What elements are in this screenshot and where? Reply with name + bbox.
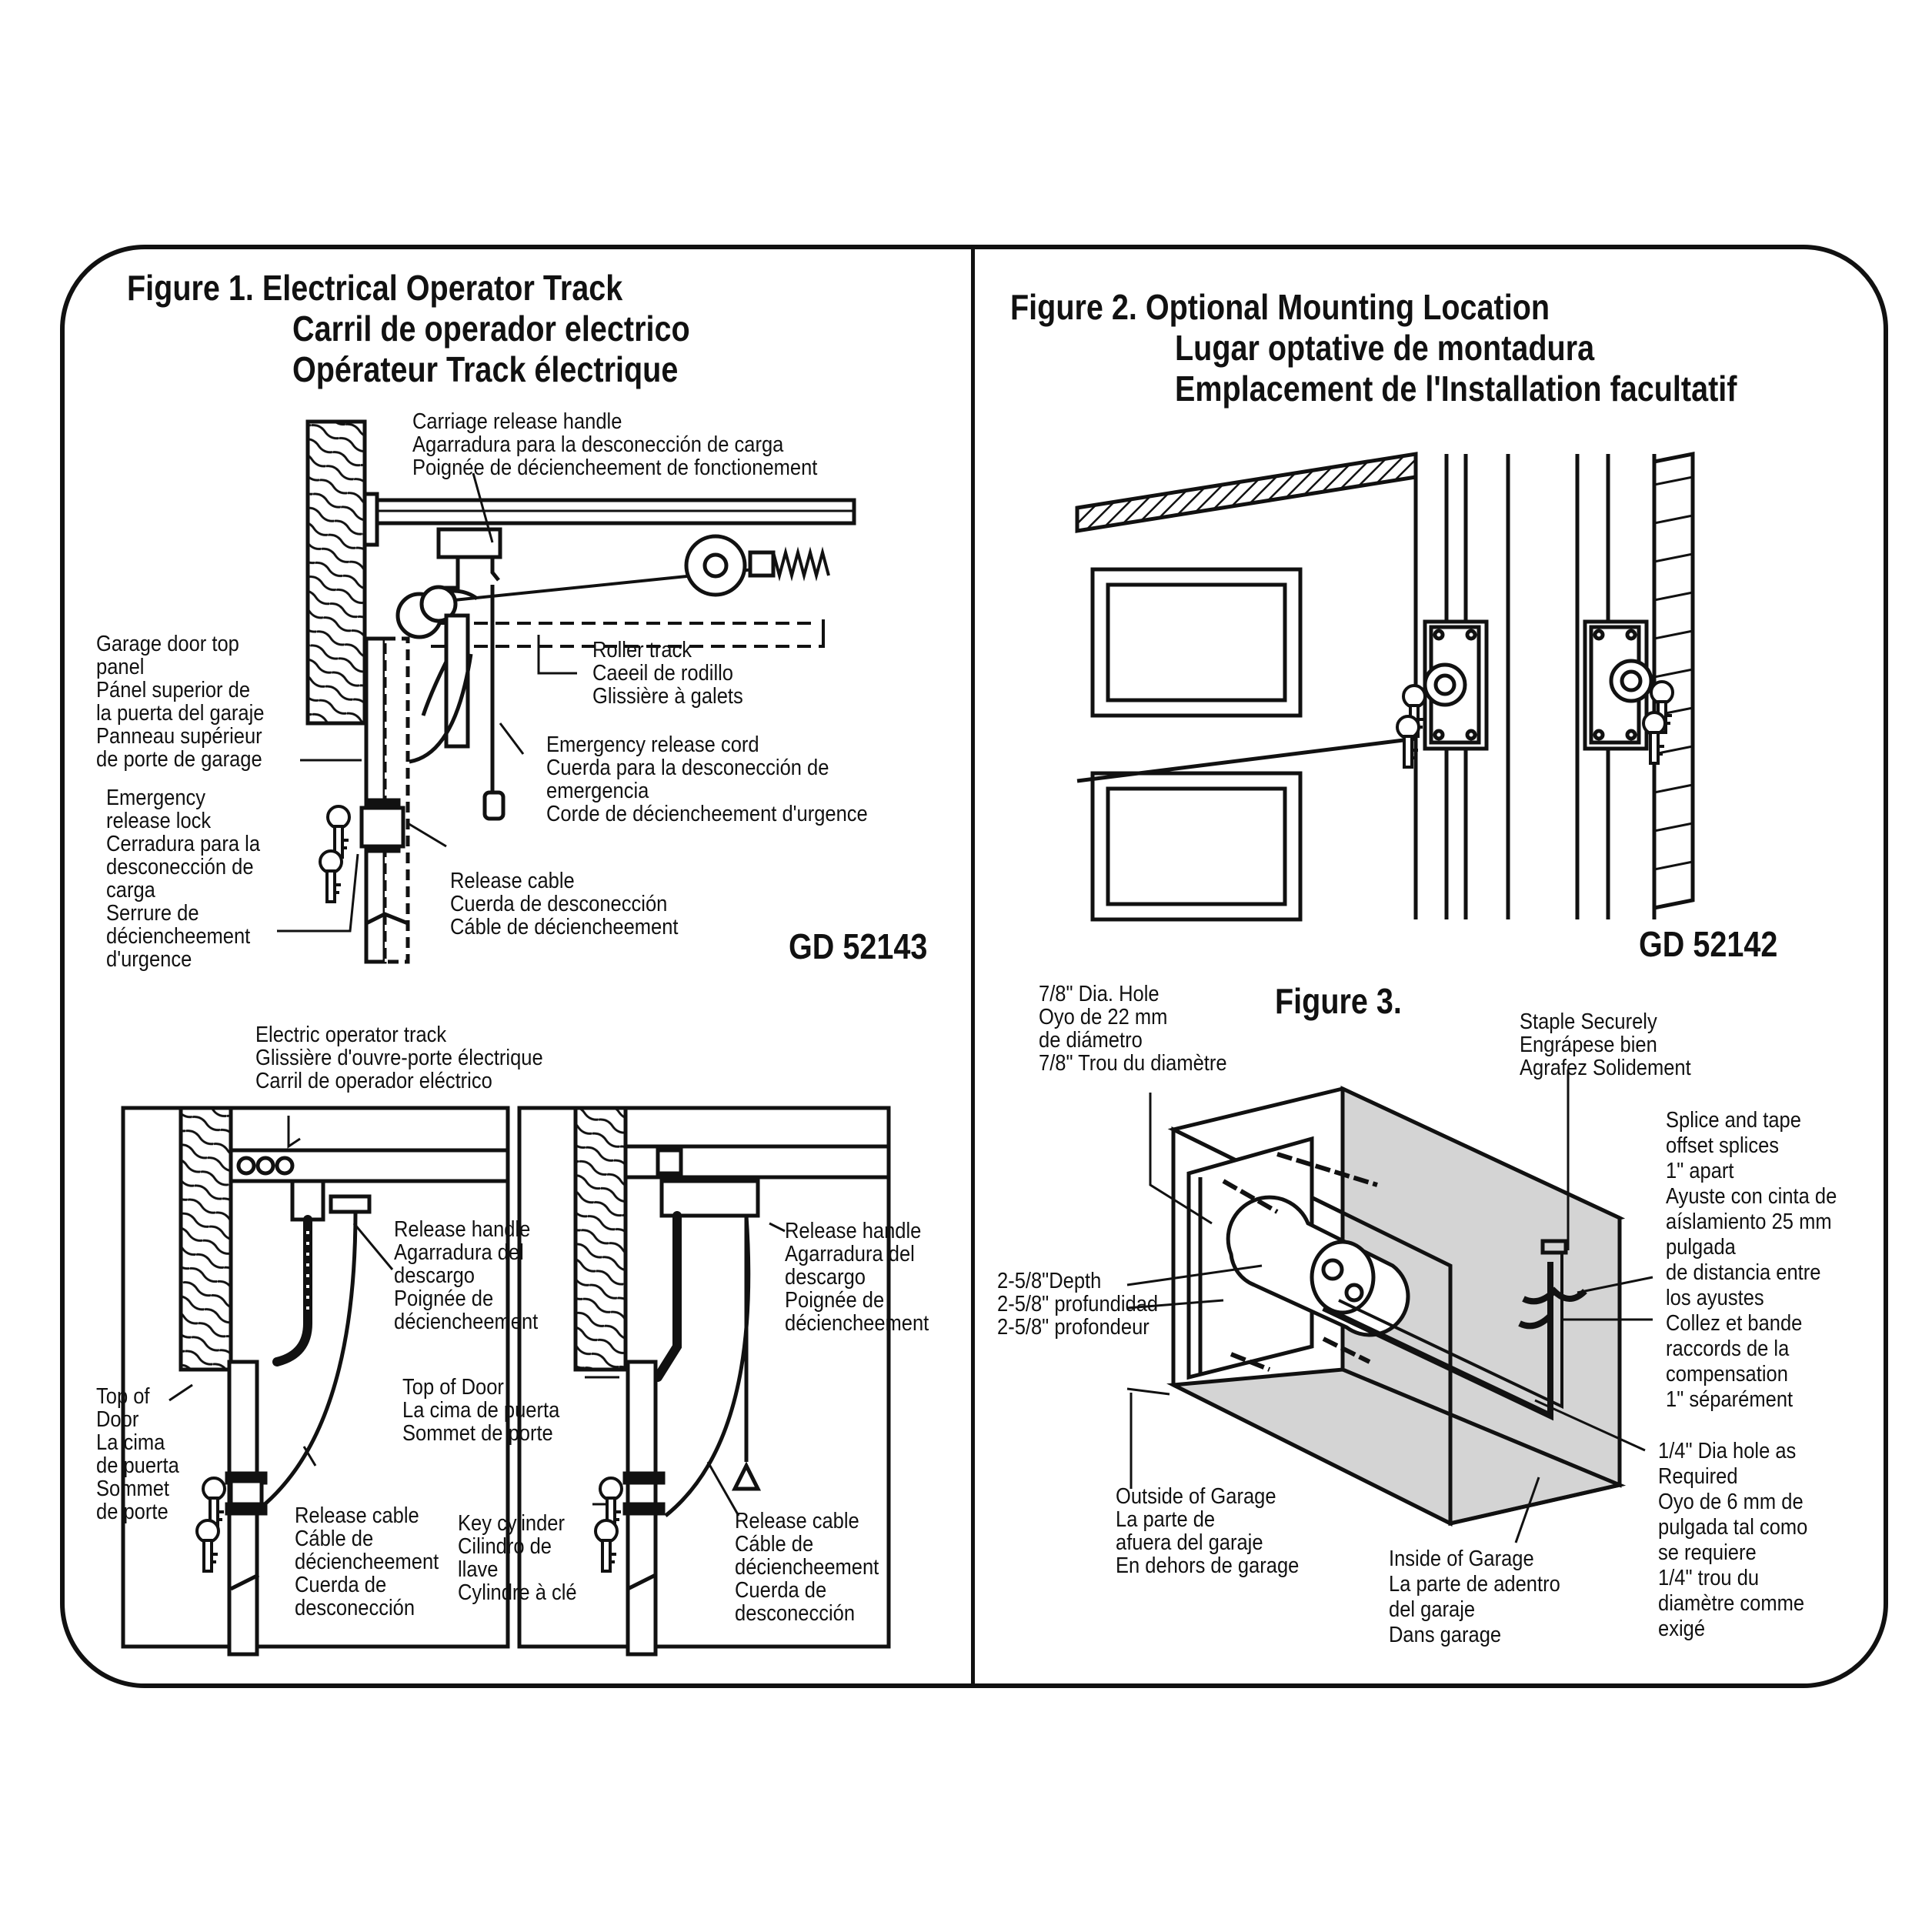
label-7-8-hole: 7/8" Dia. Hole Oyo de 22 mm de diámetro … bbox=[1039, 982, 1227, 1076]
label-release-handle-left: Release handle Agarradura del descargo P… bbox=[394, 1217, 539, 1334]
label-1-4-hole: 1/4" Dia hole as Required Oyo de 6 mm de… bbox=[1658, 1439, 1808, 1641]
label-key-cylinder: Key cylinder Cilindro de llave Cylindre … bbox=[458, 1511, 577, 1605]
fig1-title-es: Carril de operador electrico bbox=[292, 309, 690, 349]
fig2-drawing bbox=[1075, 451, 1695, 922]
label-top-of-door-left: Top of Door La cima de puerta Sommet de … bbox=[96, 1384, 179, 1524]
fig1-code: GD 52143 bbox=[789, 926, 928, 966]
label-release-cable: Release cable Cuerda de desconección Cáb… bbox=[450, 869, 679, 939]
label-garage-door-top-panel: Garage door top panel Pánel superior de … bbox=[96, 632, 265, 772]
fig3-drawing bbox=[1126, 1069, 1653, 1543]
label-carriage-release-handle: Carriage release handle Agarradura para … bbox=[412, 409, 818, 480]
fig1-bottom-left-drawing bbox=[121, 1106, 510, 1657]
label-splice-and-tape: Splice and tape offset splices 1" apart … bbox=[1666, 1108, 1837, 1412]
label-inside-of-garage: Inside of Garage La parte de adentro del… bbox=[1389, 1547, 1560, 1647]
fig2-title-en: Figure 2. Optional Mounting Location bbox=[1010, 287, 1550, 327]
label-staple-securely: Staple Securely Engrápese bien Agrafez S… bbox=[1520, 1009, 1691, 1080]
label-release-cable-left: Release cable Cáble de déciencheement Cu… bbox=[295, 1503, 439, 1620]
fig2-code: GD 52142 bbox=[1639, 924, 1778, 964]
label-release-handle-right: Release handle Agarradura del descargo P… bbox=[785, 1219, 929, 1336]
fig1-title-fr: Opérateur Track électrique bbox=[292, 349, 679, 389]
fig1-drawing bbox=[277, 419, 856, 964]
label-outside-of-garage: Outside of Garage La parte de afuera del… bbox=[1116, 1484, 1300, 1578]
label-emergency-release-cord: Emergency release cord Cuerda para la de… bbox=[546, 732, 868, 826]
label-electric-operator-track: Electric operator track Glissière d'ouvr… bbox=[255, 1023, 543, 1093]
fig2-title-es: Lugar optative de montadura bbox=[1175, 328, 1595, 368]
label-emergency-release-lock: Emergency release lock Cerradura para la… bbox=[106, 786, 261, 972]
fig1-title-en: Figure 1. Electrical Operator Track bbox=[127, 268, 623, 308]
fig1-bottom-right-drawing bbox=[517, 1106, 891, 1657]
center-divider bbox=[971, 246, 975, 1687]
label-roller-track: Roller track Caeeil de rodillo Glissière… bbox=[592, 638, 743, 709]
fig2-title-fr: Emplacement de l'Installation facultatif bbox=[1175, 369, 1737, 409]
label-release-cable-right: Release cable Cáble de déciencheement Cu… bbox=[735, 1509, 879, 1626]
label-depth: 2-5/8"Depth 2-5/8" profundidad 2-5/8" pr… bbox=[997, 1269, 1159, 1340]
fig3-title: Figure 3. bbox=[1275, 981, 1402, 1021]
label-top-of-door-right: Top of Door La cima de puerta Sommet de … bbox=[402, 1375, 560, 1446]
